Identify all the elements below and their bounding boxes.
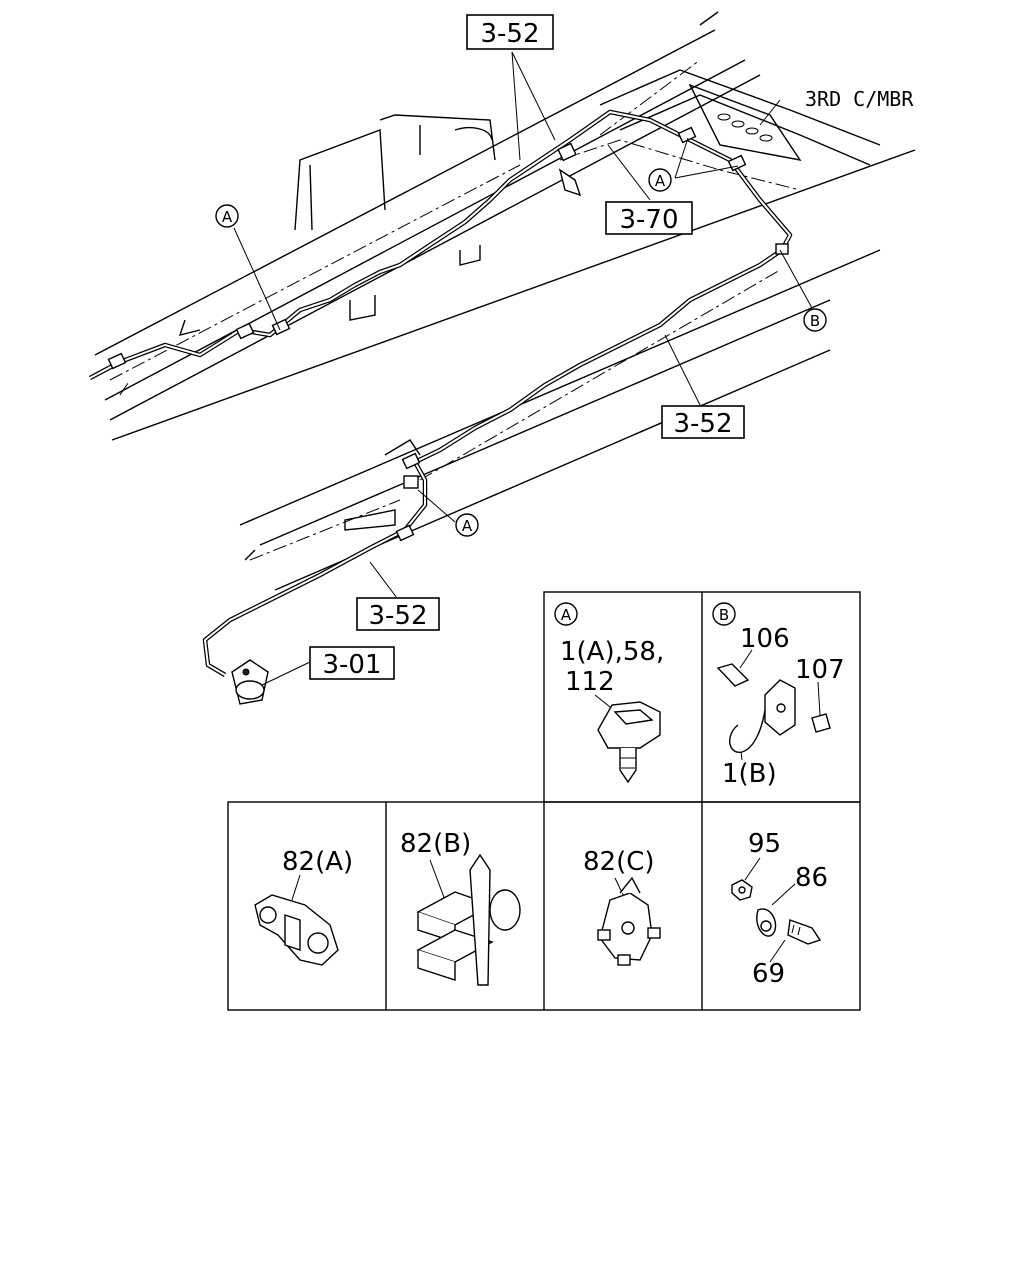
svg-text:107: 107 <box>795 655 845 685</box>
detail-clip-82b: 82(B) <box>400 829 521 986</box>
brake-pipe-lower <box>202 248 784 677</box>
svg-text:112: 112 <box>565 667 615 697</box>
callout-ref-top: 3-52 <box>466 14 554 50</box>
callout-ref-right: 3-52 <box>661 405 745 439</box>
svg-text:82(A): 82(A) <box>282 847 353 877</box>
callout-ref-base: 3-01 <box>309 646 395 680</box>
clip-82c-part <box>597 876 661 966</box>
detail-clip-82c: 82(C) <box>583 847 661 966</box>
svg-text:82(B): 82(B) <box>400 829 471 859</box>
wheel-cylinder-fitting <box>231 659 269 705</box>
svg-text:95: 95 <box>748 829 781 859</box>
hardware-parts <box>731 879 822 945</box>
leader-lines <box>233 51 813 686</box>
svg-text:A: A <box>222 208 233 226</box>
detail-hardware: 95 86 69 <box>731 829 828 989</box>
svg-text:A: A <box>462 517 473 535</box>
svg-text:106: 106 <box>740 624 790 654</box>
svg-text:3-70: 3-70 <box>619 205 678 235</box>
svg-text:1(B): 1(B) <box>722 759 777 789</box>
svg-text:3-52: 3-52 <box>480 19 539 49</box>
svg-text:B: B <box>810 312 820 330</box>
svg-text:A: A <box>561 606 572 624</box>
frame-structure <box>94 11 916 591</box>
marker-a-left: A <box>215 204 239 228</box>
svg-text:86: 86 <box>795 863 828 893</box>
member-label: 3RD C/MBR <box>805 87 914 111</box>
callout-ref-mid: 3-70 <box>605 201 693 235</box>
grommet-clip-part <box>597 701 661 784</box>
callout-ref-low: 3-52 <box>356 597 440 631</box>
brake-pipe-upper <box>88 109 793 380</box>
marker-b: B <box>803 308 827 332</box>
detail-grid <box>227 591 861 1011</box>
svg-text:A: A <box>655 172 666 190</box>
marker-a-lower: A <box>455 513 479 537</box>
detail-panel-b: B 106 107 1(B) <box>712 602 845 789</box>
pipe-clips <box>107 126 789 542</box>
svg-text:82(C): 82(C) <box>583 847 655 877</box>
svg-text:1(A),58,: 1(A),58, <box>560 637 664 667</box>
marker-a-right: A <box>648 168 672 192</box>
svg-text:3-52: 3-52 <box>368 601 427 631</box>
clip-82a-part <box>254 894 339 966</box>
svg-text:69: 69 <box>752 959 785 989</box>
bracket-clamp-part <box>716 663 831 753</box>
svg-text:B: B <box>719 606 729 624</box>
clip-82b-part <box>416 853 521 986</box>
detail-panel-a: A 1(A),58, 112 <box>554 602 664 784</box>
svg-text:3-52: 3-52 <box>673 409 732 439</box>
svg-text:3-01: 3-01 <box>322 650 381 680</box>
detail-clip-82a: 82(A) <box>254 847 353 966</box>
